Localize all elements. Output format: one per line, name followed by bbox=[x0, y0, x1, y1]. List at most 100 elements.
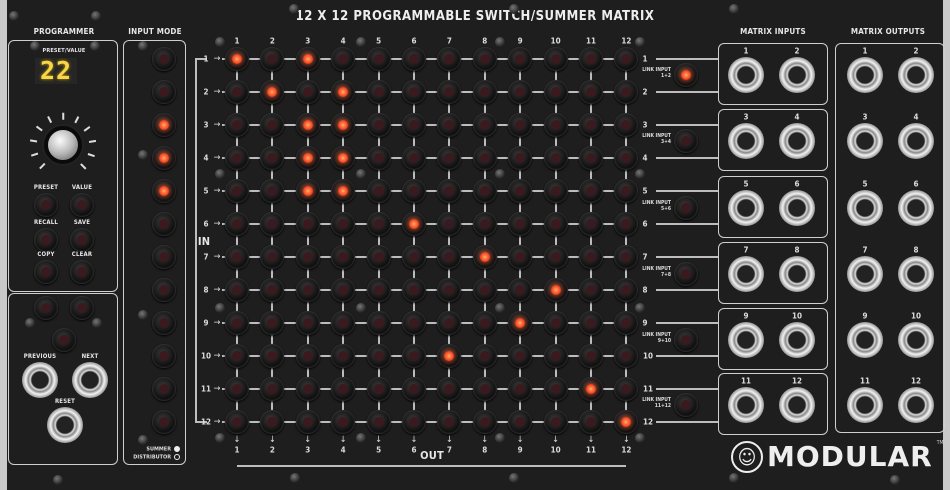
matrix-switch-4-7[interactable] bbox=[437, 146, 462, 170]
matrix-output-jack-11[interactable] bbox=[847, 387, 883, 423]
input-mode-button-11[interactable] bbox=[152, 377, 176, 401]
matrix-switch-6-1[interactable] bbox=[225, 212, 249, 236]
matrix-switch-8-3[interactable] bbox=[295, 278, 320, 302]
input-mode-button-12[interactable] bbox=[152, 410, 176, 434]
input-mode-button-8[interactable] bbox=[152, 278, 176, 302]
clear-button[interactable] bbox=[70, 260, 94, 284]
matrix-switch-4-11[interactable] bbox=[579, 146, 603, 170]
matrix-switch-7-12[interactable] bbox=[614, 245, 639, 269]
matrix-switch-6-4[interactable] bbox=[331, 212, 356, 236]
matrix-switch-1-12[interactable] bbox=[614, 47, 639, 71]
matrix-switch-9-5[interactable] bbox=[366, 311, 391, 335]
matrix-switch-12-9[interactable] bbox=[508, 410, 533, 434]
matrix-switch-9-9[interactable] bbox=[508, 311, 533, 335]
matrix-switch-12-1[interactable] bbox=[225, 410, 249, 434]
matrix-switch-3-9[interactable] bbox=[508, 113, 533, 137]
matrix-switch-5-4[interactable] bbox=[331, 179, 356, 203]
matrix-output-jack-8[interactable] bbox=[898, 256, 934, 292]
matrix-switch-7-2[interactable] bbox=[260, 245, 285, 269]
matrix-input-jack-12[interactable] bbox=[779, 387, 815, 423]
matrix-switch-6-9[interactable] bbox=[508, 212, 533, 236]
matrix-input-jack-8[interactable] bbox=[779, 256, 815, 292]
matrix-switch-2-5[interactable] bbox=[366, 80, 391, 104]
input-mode-button-6[interactable] bbox=[152, 212, 176, 236]
matrix-switch-10-2[interactable] bbox=[260, 344, 285, 368]
copy-button[interactable] bbox=[34, 260, 58, 284]
matrix-switch-4-2[interactable] bbox=[260, 146, 285, 170]
reset-button[interactable] bbox=[52, 328, 76, 352]
matrix-output-jack-7[interactable] bbox=[847, 256, 883, 292]
matrix-switch-7-4[interactable] bbox=[331, 245, 356, 269]
matrix-switch-8-8[interactable] bbox=[472, 278, 497, 302]
matrix-switch-7-6[interactable] bbox=[402, 245, 426, 269]
matrix-switch-11-2[interactable] bbox=[260, 377, 285, 401]
link-input-button-7+8[interactable] bbox=[674, 262, 698, 286]
matrix-switch-10-9[interactable] bbox=[508, 344, 533, 368]
input-mode-button-9[interactable] bbox=[152, 311, 176, 335]
link-input-button-11+12[interactable] bbox=[674, 393, 698, 417]
matrix-switch-7-8[interactable] bbox=[472, 245, 497, 269]
matrix-switch-12-7[interactable] bbox=[437, 410, 462, 434]
matrix-input-jack-9[interactable] bbox=[728, 322, 764, 358]
matrix-switch-12-10[interactable] bbox=[543, 410, 568, 434]
input-mode-button-5[interactable] bbox=[152, 179, 176, 203]
matrix-switch-5-5[interactable] bbox=[366, 179, 391, 203]
matrix-switch-3-8[interactable] bbox=[472, 113, 497, 137]
matrix-switch-11-9[interactable] bbox=[508, 377, 533, 401]
input-mode-button-3[interactable] bbox=[152, 113, 176, 137]
matrix-switch-4-10[interactable] bbox=[543, 146, 568, 170]
matrix-switch-8-7[interactable] bbox=[437, 278, 462, 302]
input-mode-button-7[interactable] bbox=[152, 245, 176, 269]
matrix-switch-2-11[interactable] bbox=[579, 80, 603, 104]
matrix-input-jack-3[interactable] bbox=[728, 123, 764, 159]
matrix-input-jack-5[interactable] bbox=[728, 190, 764, 226]
matrix-switch-4-1[interactable] bbox=[225, 146, 249, 170]
matrix-switch-2-7[interactable] bbox=[437, 80, 462, 104]
matrix-switch-12-12[interactable] bbox=[614, 410, 639, 434]
matrix-switch-5-11[interactable] bbox=[579, 179, 603, 203]
previous-button[interactable] bbox=[34, 296, 58, 320]
matrix-switch-1-11[interactable] bbox=[579, 47, 603, 71]
matrix-switch-7-5[interactable] bbox=[366, 245, 391, 269]
matrix-switch-8-12[interactable] bbox=[614, 278, 639, 302]
next-button[interactable] bbox=[70, 296, 94, 320]
save-button[interactable] bbox=[70, 228, 94, 252]
matrix-switch-2-2[interactable] bbox=[260, 80, 285, 104]
matrix-switch-6-11[interactable] bbox=[579, 212, 603, 236]
matrix-switch-8-10[interactable] bbox=[543, 278, 568, 302]
matrix-switch-11-12[interactable] bbox=[614, 377, 639, 401]
matrix-input-jack-6[interactable] bbox=[779, 190, 815, 226]
matrix-switch-12-5[interactable] bbox=[366, 410, 391, 434]
matrix-switch-1-6[interactable] bbox=[402, 47, 426, 71]
matrix-input-jack-11[interactable] bbox=[728, 387, 764, 423]
matrix-switch-3-1[interactable] bbox=[225, 113, 249, 137]
matrix-switch-2-12[interactable] bbox=[614, 80, 639, 104]
matrix-switch-1-9[interactable] bbox=[508, 47, 533, 71]
matrix-switch-2-3[interactable] bbox=[295, 80, 320, 104]
matrix-switch-7-3[interactable] bbox=[295, 245, 320, 269]
matrix-switch-2-4[interactable] bbox=[331, 80, 356, 104]
input-mode-button-2[interactable] bbox=[152, 80, 176, 104]
matrix-switch-9-2[interactable] bbox=[260, 311, 285, 335]
next-jack[interactable] bbox=[72, 362, 108, 398]
matrix-output-jack-10[interactable] bbox=[898, 322, 934, 358]
matrix-switch-9-4[interactable] bbox=[331, 311, 356, 335]
matrix-switch-3-3[interactable] bbox=[295, 113, 320, 137]
matrix-switch-6-2[interactable] bbox=[260, 212, 285, 236]
matrix-output-jack-2[interactable] bbox=[898, 57, 934, 93]
matrix-switch-4-4[interactable] bbox=[331, 146, 356, 170]
link-input-button-1+2[interactable] bbox=[674, 63, 698, 87]
matrix-switch-10-5[interactable] bbox=[366, 344, 391, 368]
matrix-switch-12-4[interactable] bbox=[331, 410, 356, 434]
matrix-switch-2-6[interactable] bbox=[402, 80, 426, 104]
link-input-button-5+6[interactable] bbox=[674, 196, 698, 220]
matrix-switch-8-1[interactable] bbox=[225, 278, 249, 302]
matrix-output-jack-3[interactable] bbox=[847, 123, 883, 159]
matrix-switch-11-6[interactable] bbox=[402, 377, 426, 401]
matrix-switch-6-6[interactable] bbox=[402, 212, 426, 236]
matrix-switch-5-7[interactable] bbox=[437, 179, 462, 203]
matrix-switch-7-9[interactable] bbox=[508, 245, 533, 269]
matrix-switch-5-2[interactable] bbox=[260, 179, 285, 203]
matrix-switch-5-10[interactable] bbox=[543, 179, 568, 203]
matrix-switch-7-10[interactable] bbox=[543, 245, 568, 269]
